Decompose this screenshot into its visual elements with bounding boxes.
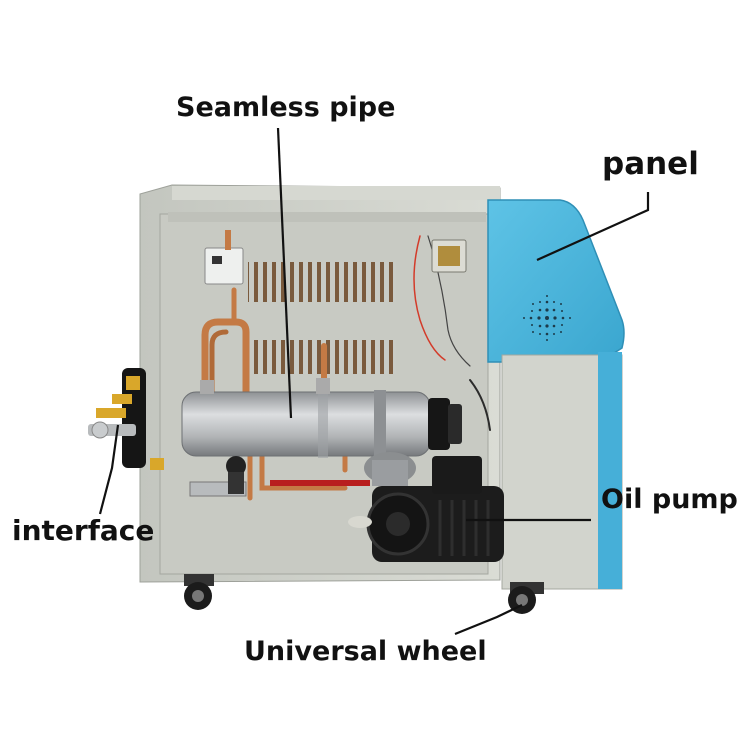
oil-pump [348, 452, 504, 562]
leader-seamless-pipe [276, 127, 293, 419]
pressure-switch [204, 230, 244, 285]
leader-universal-wheel [454, 604, 523, 636]
caster-wheel-right [508, 582, 544, 614]
interface-valves [88, 368, 164, 470]
leader-lines [98, 127, 650, 636]
control-panel [487, 199, 625, 590]
label-seamless-pipe: Seamless pipe [176, 92, 396, 123]
label-universal-wheel: Universal wheel [244, 636, 487, 667]
label-interface: interface [12, 514, 155, 547]
label-oil-pump: Oil pump [601, 484, 738, 515]
caster-wheel-left [184, 574, 214, 610]
copper-tubing [201, 235, 491, 501]
transformer [431, 239, 467, 273]
seamless-pipe [181, 378, 462, 458]
label-panel: panel [602, 146, 699, 182]
leader-panel [536, 192, 650, 262]
leader-interface [98, 424, 120, 515]
lower-fittings [189, 456, 370, 497]
speaker-grille [523, 295, 571, 341]
